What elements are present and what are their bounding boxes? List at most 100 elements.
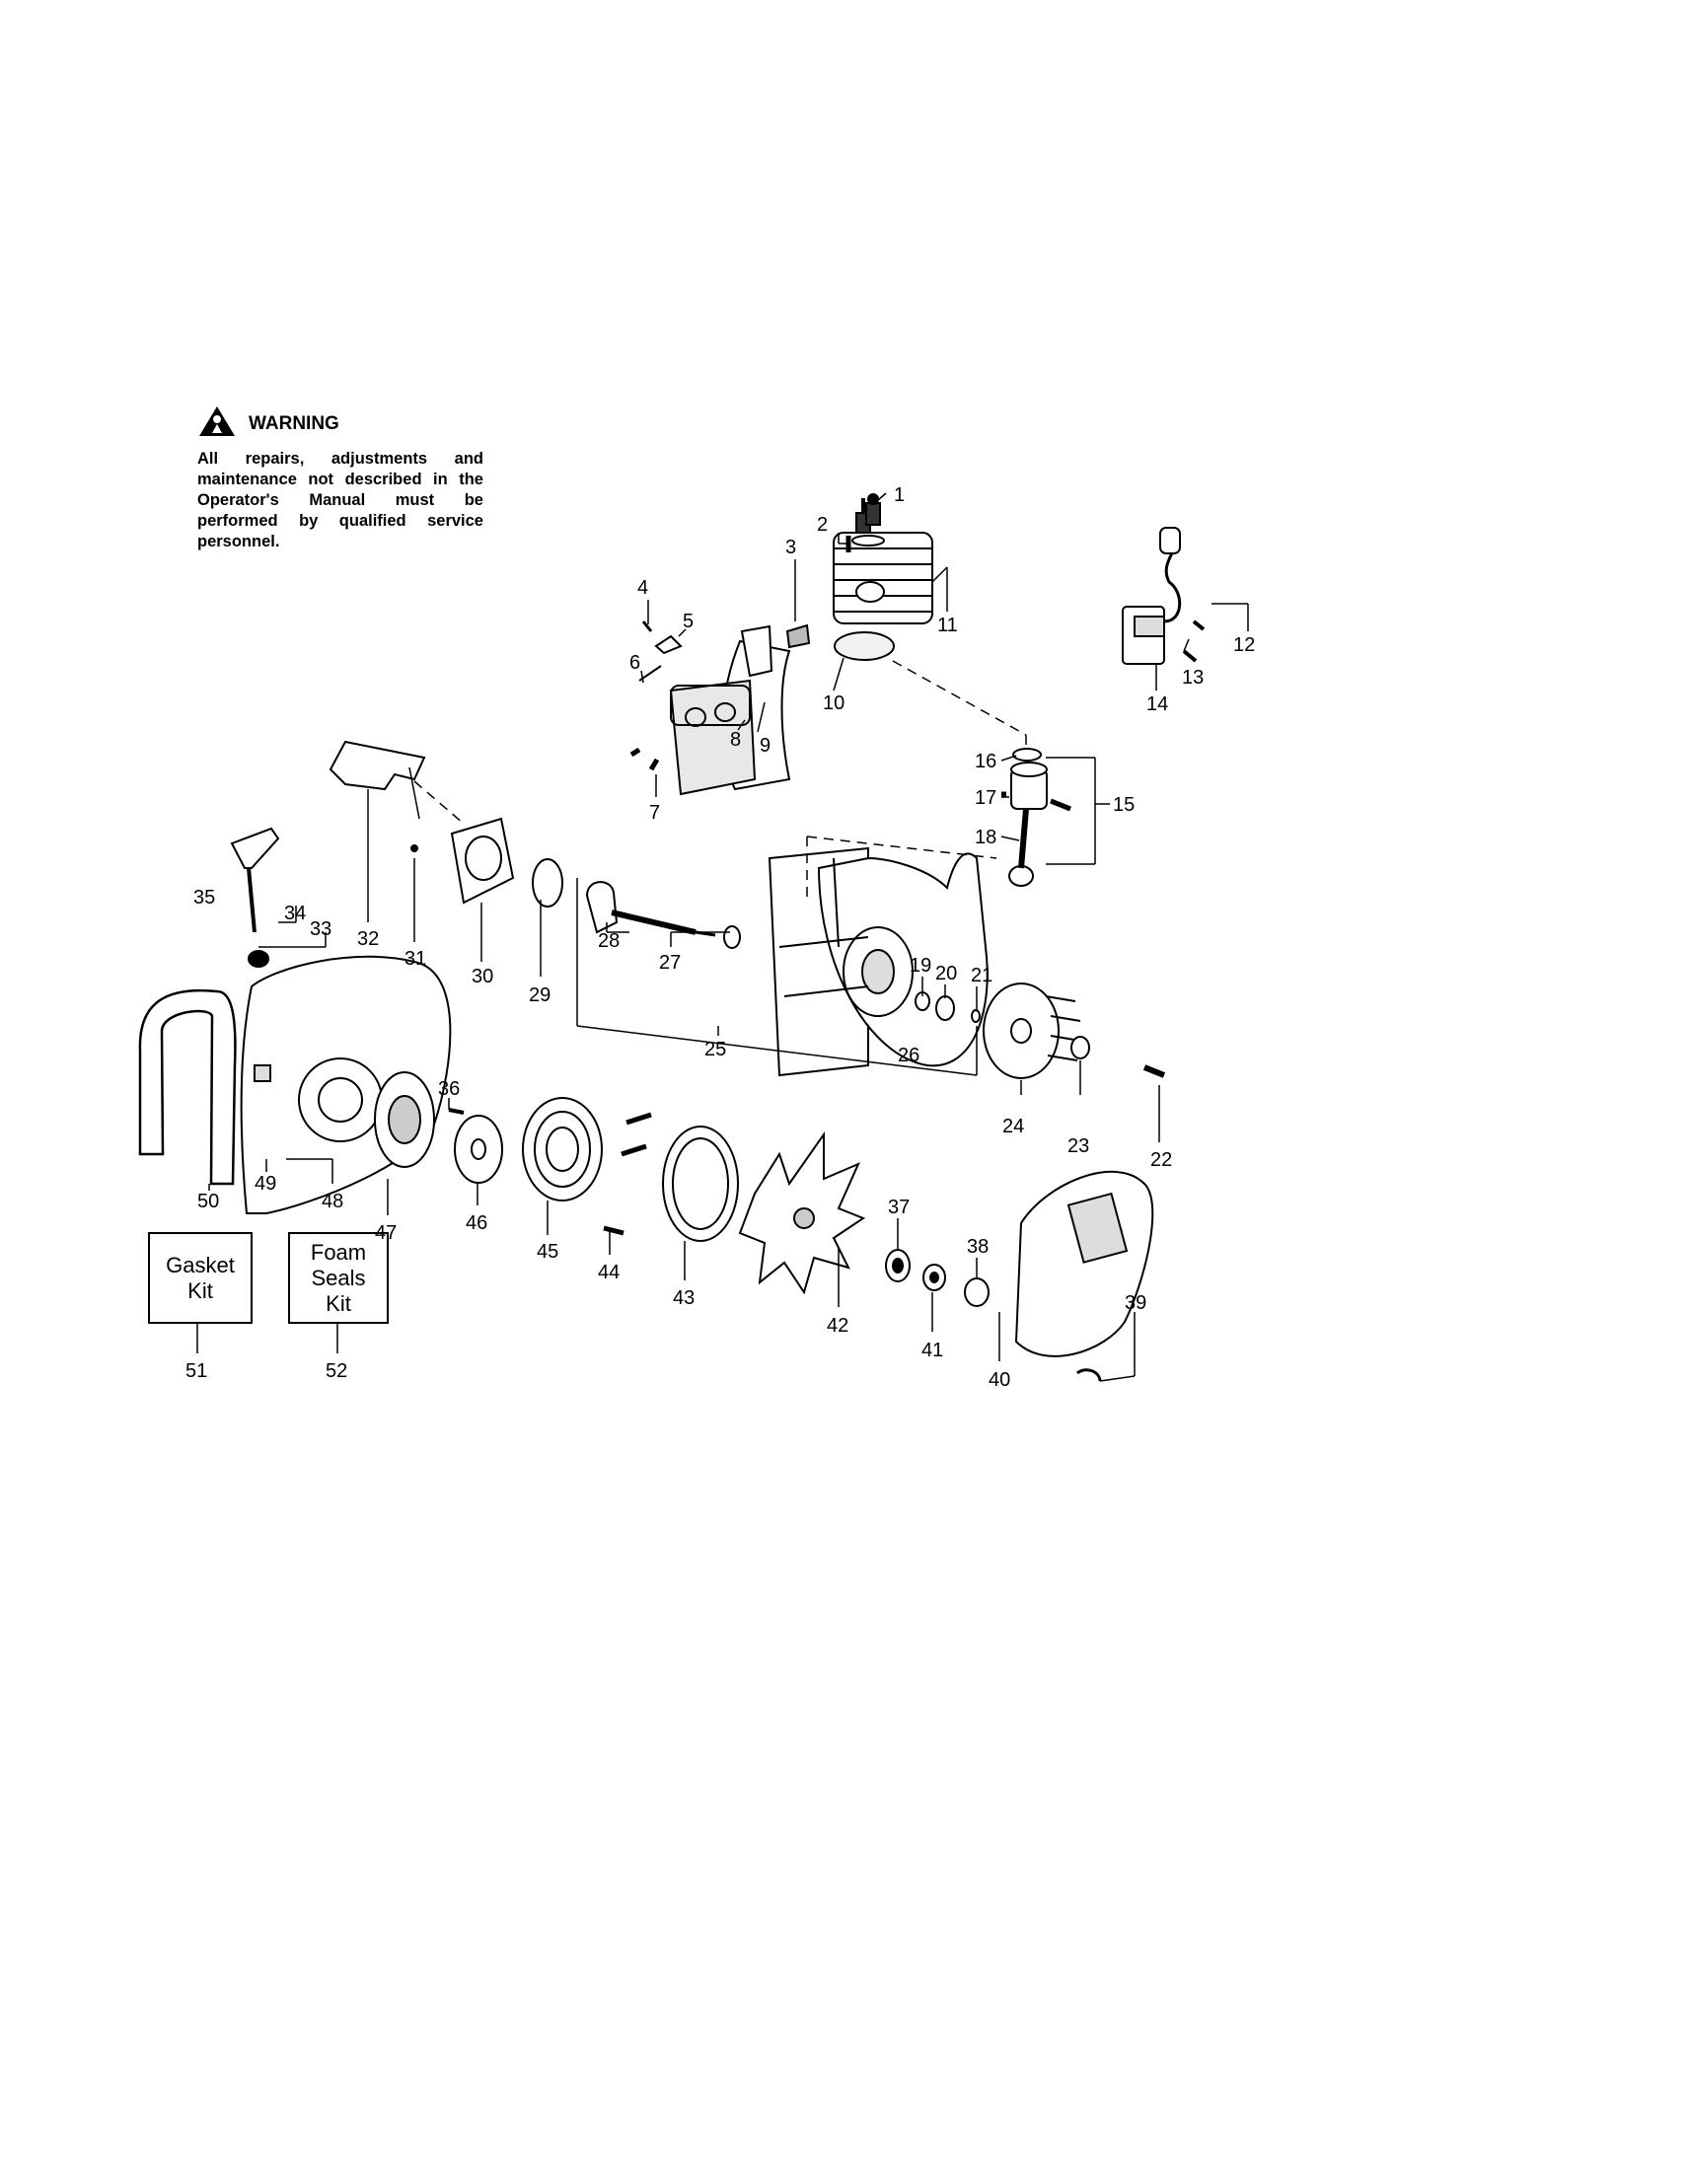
o-ring-part bbox=[532, 858, 563, 908]
callout-48: 48 bbox=[322, 1191, 343, 1212]
kit-label-line: Gasket bbox=[166, 1252, 235, 1277]
callout-27: 27 bbox=[659, 952, 681, 974]
callout-19: 19 bbox=[910, 955, 931, 977]
callout-26: 26 bbox=[898, 1045, 919, 1066]
screw-part bbox=[448, 1108, 465, 1115]
callout-30: 30 bbox=[472, 966, 493, 987]
callout-3: 3 bbox=[785, 537, 796, 558]
crankshaft-part bbox=[585, 881, 741, 949]
callout-38: 38 bbox=[967, 1236, 989, 1258]
grommet-part bbox=[248, 950, 269, 968]
cylinder-part bbox=[833, 498, 933, 624]
callout-23: 23 bbox=[1067, 1135, 1089, 1157]
callout-labels: 1 2 3 4 5 6 7 8 9 10 11 12 13 14 15 16 1… bbox=[185, 484, 1255, 1391]
callout-46: 46 bbox=[466, 1212, 487, 1234]
flywheel-part bbox=[983, 983, 1081, 1079]
screw-part bbox=[621, 1143, 647, 1157]
callout-20: 20 bbox=[935, 963, 957, 984]
callout-40: 40 bbox=[989, 1369, 1010, 1391]
pulley-part bbox=[374, 1071, 435, 1168]
bracket-part bbox=[654, 634, 683, 655]
intake-adapter-part bbox=[410, 817, 515, 905]
spring-housing-part bbox=[522, 1097, 603, 1201]
cylinder-gasket-part bbox=[834, 631, 895, 661]
warning-triangle-icon bbox=[197, 404, 237, 443]
callout-37: 37 bbox=[888, 1197, 910, 1218]
muffler-heatshield-part bbox=[740, 624, 773, 678]
foam-seals-kit-box: Foam Seals Kit bbox=[288, 1232, 389, 1324]
seal-part bbox=[935, 995, 955, 1021]
screw-part bbox=[1076, 1368, 1102, 1382]
callout-52: 52 bbox=[326, 1360, 347, 1382]
callout-35: 35 bbox=[193, 887, 215, 909]
callout-42: 42 bbox=[827, 1315, 848, 1337]
key-part bbox=[1142, 1064, 1166, 1078]
kit-label-line: Kit bbox=[187, 1277, 213, 1303]
callout-7: 7 bbox=[649, 802, 660, 824]
callout-43: 43 bbox=[673, 1287, 695, 1309]
gasket-part bbox=[329, 740, 426, 791]
callout-4: 4 bbox=[637, 577, 648, 599]
callout-49: 49 bbox=[255, 1173, 276, 1195]
callout-10: 10 bbox=[823, 692, 844, 714]
callout-32: 32 bbox=[357, 928, 379, 950]
callout-34: 34 bbox=[284, 903, 306, 924]
callout-11: 11 bbox=[937, 615, 958, 636]
callout-45: 45 bbox=[537, 1241, 558, 1263]
callout-18: 18 bbox=[975, 827, 996, 848]
callout-6: 6 bbox=[629, 652, 640, 674]
warning-box: WARNING All repairs, adjustments and mai… bbox=[197, 404, 483, 552]
ring-part bbox=[971, 1009, 981, 1023]
callout-5: 5 bbox=[683, 611, 694, 632]
warning-text: All repairs, adjustments and maintenance… bbox=[197, 450, 483, 550]
callout-15: 15 bbox=[1113, 794, 1135, 816]
callout-14: 14 bbox=[1146, 693, 1168, 715]
kit-label-line: Foam bbox=[310, 1239, 367, 1265]
washer-part bbox=[1070, 1036, 1090, 1059]
callout-9: 9 bbox=[760, 735, 771, 757]
callout-36: 36 bbox=[438, 1078, 460, 1100]
callout-28: 28 bbox=[598, 930, 620, 952]
callout-24: 24 bbox=[1002, 1116, 1024, 1137]
callout-44: 44 bbox=[598, 1262, 620, 1283]
callout-16: 16 bbox=[975, 751, 996, 772]
callout-25: 25 bbox=[704, 1039, 726, 1060]
screw-part bbox=[625, 1112, 652, 1126]
gasket-loop-part bbox=[138, 988, 237, 1186]
kit-label-line: Kit bbox=[326, 1290, 351, 1316]
callout-13: 13 bbox=[1182, 667, 1204, 689]
spark-plug-part bbox=[865, 493, 881, 526]
callout-12: 12 bbox=[1233, 634, 1255, 656]
piston-part bbox=[1001, 748, 1071, 887]
muffler-part bbox=[669, 639, 791, 796]
warning-title: WARNING bbox=[249, 412, 339, 434]
gasket-kit-box: Gasket Kit bbox=[148, 1232, 253, 1324]
ignition-module-part bbox=[1122, 527, 1206, 665]
callout-22: 22 bbox=[1150, 1149, 1172, 1171]
starter-handle-part bbox=[230, 827, 280, 933]
callout-29: 29 bbox=[529, 984, 551, 1006]
washer-part bbox=[454, 1115, 503, 1184]
nut-part bbox=[785, 623, 811, 649]
nut-part bbox=[964, 1277, 990, 1307]
callout-1: 1 bbox=[894, 484, 905, 506]
callout-8: 8 bbox=[730, 729, 741, 751]
callout-31: 31 bbox=[404, 948, 426, 970]
screw-part bbox=[648, 758, 660, 771]
impeller-part bbox=[738, 1130, 866, 1295]
kit-label-line: Seals bbox=[311, 1265, 366, 1290]
ring-part bbox=[662, 1126, 739, 1242]
callout-2: 2 bbox=[817, 514, 828, 536]
callout-41: 41 bbox=[921, 1340, 943, 1361]
callout-51: 51 bbox=[185, 1360, 207, 1382]
crankcase-part bbox=[768, 846, 989, 1077]
screw-part bbox=[629, 747, 641, 758]
callout-33: 33 bbox=[310, 918, 331, 940]
callout-21: 21 bbox=[971, 965, 992, 986]
screw-part bbox=[603, 1225, 624, 1236]
blower-cover-part bbox=[1014, 1170, 1154, 1357]
callout-50: 50 bbox=[197, 1191, 219, 1212]
screw-part bbox=[641, 620, 653, 632]
callout-39: 39 bbox=[1125, 1292, 1146, 1314]
